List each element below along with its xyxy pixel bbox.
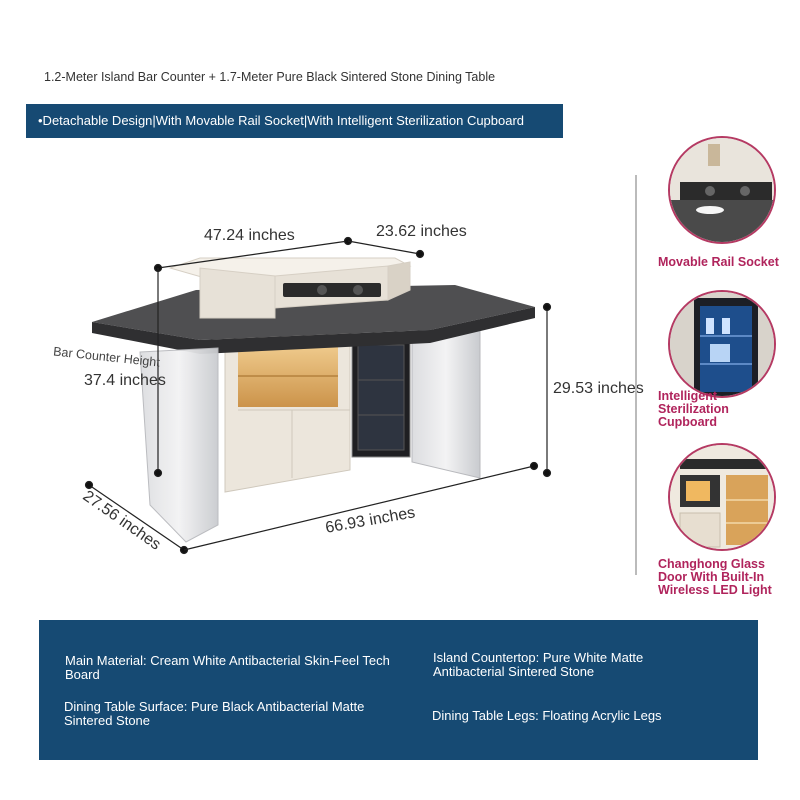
spec-panel: Main Material: Cream White Antibacterial… xyxy=(39,620,758,760)
rail-socket xyxy=(283,283,381,297)
spec-dining-legs: Dining Table Legs: Floating Acrylic Legs xyxy=(432,708,662,723)
acrylic-leg-back xyxy=(411,329,481,479)
dim-top-depth: 23.62 inches xyxy=(376,223,467,240)
spec-island-countertop: Island Countertop: Pure White Matte Anti… xyxy=(433,650,644,679)
feature-image-rail-socket xyxy=(668,136,776,244)
acrylic-leg-front xyxy=(139,347,219,543)
feature-label-glass-door: Changhong Glass Door With Built-In Wirel… xyxy=(658,557,772,597)
feature-label-sterilization-cupboard: Intelligent Sterilization Cupboard xyxy=(658,389,729,429)
spec-dining-surface: Dining Table Surface: Pure Black Antibac… xyxy=(64,699,365,728)
feature-banner: •Detachable Design|With Movable Rail Soc… xyxy=(26,104,563,138)
dimension-lines xyxy=(84,236,552,555)
feature-label-rail-socket: Movable Rail Socket xyxy=(658,255,779,269)
divider-line xyxy=(635,175,637,575)
dim-table-height: 29.53 inches xyxy=(553,380,644,397)
dim-bar-counter-height: 37.4 inches xyxy=(84,372,166,389)
page-title: 1.2-Meter Island Bar Counter + 1.7-Meter… xyxy=(44,70,496,84)
tabletop-edge xyxy=(92,307,535,354)
spec-main-material: Main Material: Cream White Antibacterial… xyxy=(65,653,390,682)
feature-image-sterilization-cupboard xyxy=(668,290,776,398)
island-counter-front xyxy=(199,267,276,319)
product-illustration xyxy=(84,236,552,555)
dim-top-width: 47.24 inches xyxy=(204,227,295,244)
feature-image-glass-door xyxy=(668,443,776,551)
